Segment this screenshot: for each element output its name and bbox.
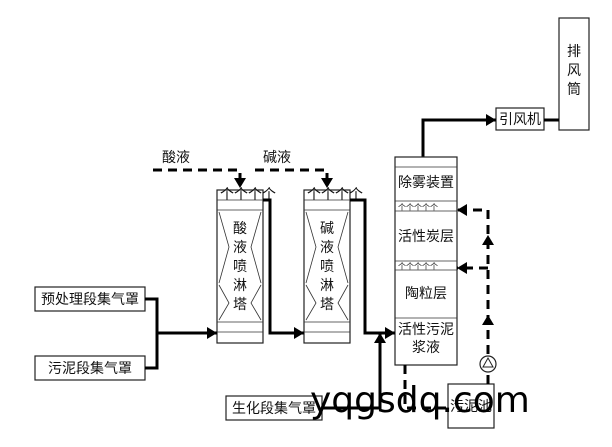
acid-spray-tower: 个个个个	[216, 187, 276, 344]
recirculation-arrow-mid	[457, 262, 467, 274]
pump-arrow-icon	[482, 356, 494, 368]
pipe-alkali-to-scrubber	[350, 198, 395, 335]
alkali-liquid-label: 碱液	[263, 150, 291, 166]
sludge-tank-label: 污泥池	[450, 399, 492, 415]
svg-text:个个个个: 个个个个	[220, 187, 276, 203]
exhaust-stack	[558, 17, 590, 131]
alkali-feed-line	[255, 168, 329, 185]
sludge-hood-label: 污泥段集气罩	[48, 360, 132, 377]
arrow-to-fan	[486, 114, 496, 126]
bio-hood-label: 生化段集气罩	[232, 400, 316, 417]
watermark: yqgsdq.com	[310, 380, 530, 421]
recirculation-line	[457, 208, 490, 384]
alkali-tower-label: 碱液喷淋塔	[320, 221, 334, 313]
hood-collector-pipe	[145, 297, 159, 370]
alkali-feed-arrow	[321, 178, 333, 188]
pump-icon	[479, 355, 497, 373]
bio-scrubber-column: 个个个个个 个个个个个	[394, 156, 458, 366]
ceramic-layer-label: 陶粒层	[405, 286, 447, 302]
recirculation-arrow-up-2	[482, 315, 494, 325]
recirculation-arrow-top	[457, 204, 467, 216]
demister-label: 除雾装置	[398, 175, 454, 191]
acid-tower-label: 酸液喷淋塔	[233, 221, 247, 313]
svg-text:个个个个个: 个个个个个	[398, 203, 438, 212]
recirculation-arrow-up-1	[482, 235, 494, 245]
alkali-spray-tower: 个个个个	[303, 187, 363, 344]
carbon-layer-label: 活性炭层	[398, 229, 454, 245]
induced-fan-label: 引风机	[499, 112, 541, 128]
acid-feed-arrow	[234, 178, 246, 188]
svg-text:个个个个: 个个个个	[307, 187, 363, 203]
arrow-to-acid-tower	[207, 327, 217, 339]
pipe-acid-to-alkali	[263, 198, 304, 335]
sludge-tank	[447, 383, 495, 429]
arrow-to-alkali-tower	[294, 327, 304, 339]
sludge-slurry-label: 活性污泥浆液	[398, 322, 454, 356]
arrow-bio-hood	[374, 333, 386, 343]
svg-text:个个个个个: 个个个个个	[398, 262, 438, 271]
arrow-to-scrubber	[385, 327, 395, 339]
sludge-hood	[34, 355, 146, 381]
pretreatment-hood-label: 预处理段集气罩	[41, 291, 139, 308]
pipe-bio-hood	[322, 333, 382, 410]
pipe-to-fan	[421, 118, 496, 157]
exhaust-stack-label: 排风筒	[567, 44, 581, 98]
acid-liquid-label: 酸液	[162, 150, 190, 166]
acid-feed-line	[153, 168, 242, 185]
